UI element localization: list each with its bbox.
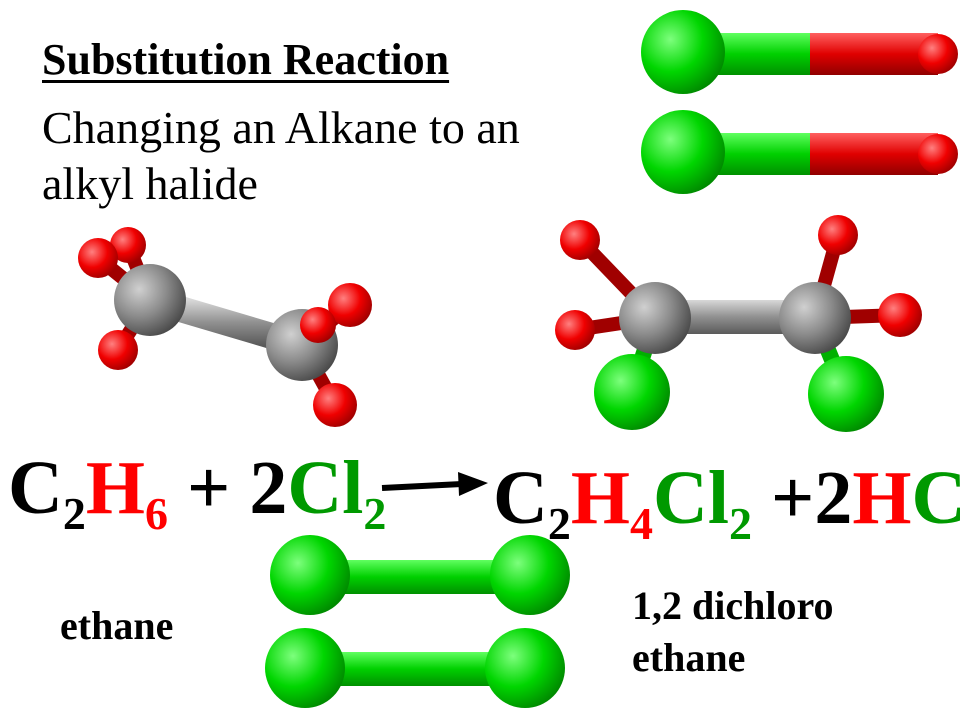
formula-segment: C [493, 456, 548, 540]
hcl-molecule-1 [641, 10, 958, 94]
formula-segment: H [570, 456, 631, 540]
formula-segment: +2 [752, 456, 853, 540]
dichloroethane-molecule [555, 215, 922, 432]
cl2-molecule-2 [265, 628, 565, 708]
subtitle-line: Changing an Alkane to an [42, 102, 520, 153]
label-line: 1,2 dichloro [632, 583, 834, 628]
formula-subscript: 2 [729, 498, 753, 549]
formula-segment: + 2 [168, 446, 288, 530]
subtitle-line: alkyl halide [42, 158, 258, 209]
equation-reactants: C2H6 + 2Cl2 [8, 450, 386, 537]
formula-segment: C [8, 446, 63, 530]
formula-segment: H [85, 446, 146, 530]
slide-subtitle: Changing an Alkane to an alkyl halide [42, 100, 642, 212]
label-ethane: ethane [60, 603, 174, 648]
reaction-arrow-icon [381, 472, 488, 496]
formula-subscript: 2 [547, 498, 571, 549]
label-dichloroethane: 1,2 dichloro ethane [632, 580, 834, 684]
cl2-molecule-1 [270, 535, 570, 615]
ethane-molecule [78, 227, 372, 427]
formula-subscript: 6 [145, 488, 169, 539]
formula-segment: Cl [287, 446, 364, 530]
equation-products: C2H4Cl2 +2HCl [493, 460, 960, 547]
hcl-molecule-2 [641, 110, 958, 194]
formula-subscript: 2 [363, 488, 387, 539]
label-line: ethane [632, 635, 746, 680]
formula-subscript: 2 [62, 488, 86, 539]
chemical-equation: C2H6 + 2Cl2 C2H4Cl2 +2HCl [8, 440, 960, 550]
formula-subscript: 4 [630, 498, 654, 549]
formula-segment: H [852, 456, 912, 540]
formula-segment: Cl [653, 456, 730, 540]
formula-segment: Cl [911, 456, 960, 540]
slide-title: Substitution Reaction [42, 35, 450, 84]
